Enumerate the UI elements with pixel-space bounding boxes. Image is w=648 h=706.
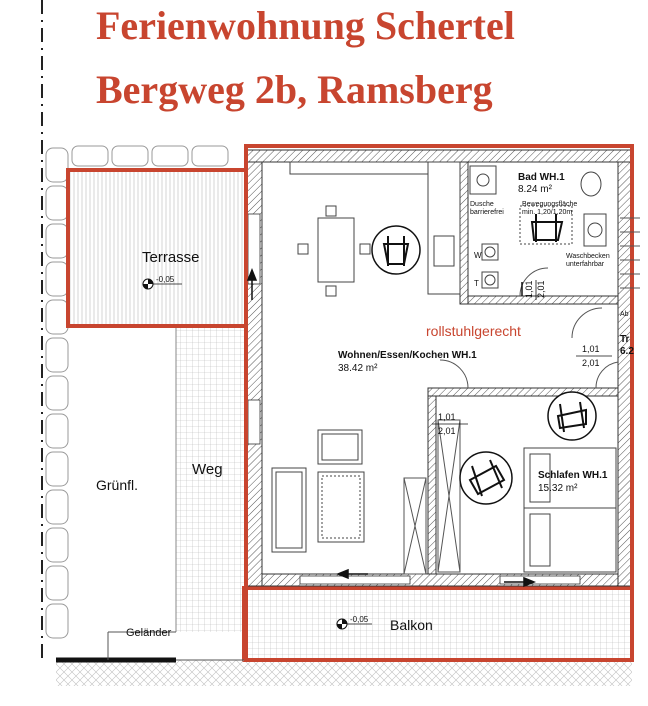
terrasse-deck xyxy=(68,170,246,326)
bad-door-top: 1,01 xyxy=(524,280,534,298)
kitchen-w: W xyxy=(474,251,482,260)
stone-border xyxy=(45,145,229,639)
wohnen-area: 38.42 m² xyxy=(338,363,378,374)
balkon-level: -0,05 xyxy=(350,615,369,624)
flur-door-bottom: 2,01 xyxy=(582,358,600,368)
wohnen-name: Wohnen/Essen/Kochen WH.1 xyxy=(338,350,477,361)
balkon-label: Balkon xyxy=(390,617,433,633)
stairs xyxy=(620,217,640,289)
gruenflaeche-label: Grünfl. xyxy=(96,477,138,493)
building-outline xyxy=(244,144,634,662)
wheelchair-icon xyxy=(547,391,597,441)
wheelchair-icon xyxy=(459,451,513,505)
wheelchair-icon xyxy=(530,214,564,242)
dining-table xyxy=(297,205,371,297)
entry-arrows xyxy=(246,267,537,588)
balkon-paving xyxy=(246,586,632,660)
dusche-line2: barrierefrei xyxy=(470,209,504,216)
door-arcs xyxy=(439,267,619,389)
flur-door-top: 1,01 xyxy=(582,344,600,354)
gelaender-label: Geländer xyxy=(126,627,172,639)
title-line-2: Bergweg 2b, Ramsberg xyxy=(96,67,493,112)
bad-door-bottom: 2,01 xyxy=(536,280,546,298)
kitchen-t: T xyxy=(474,279,479,288)
flur-aux: Ab xyxy=(620,311,629,318)
schlafen-door-top: 1,01 xyxy=(438,412,456,422)
kitchen-counter xyxy=(289,161,499,295)
wheelchair-icon xyxy=(371,225,421,275)
bewegung-line2: min. 1,20/1,20m xyxy=(522,209,572,216)
wardrobe xyxy=(403,419,461,575)
bad-name: Bad WH.1 xyxy=(518,172,565,183)
title-line-1: Ferienwohnung Schertel xyxy=(96,3,515,48)
bed xyxy=(523,447,617,573)
level-marker-balkon xyxy=(336,618,372,630)
wasch-line2: unterfahrbar xyxy=(566,261,605,268)
living-furniture xyxy=(271,429,365,553)
bewegung-line1: Bewegungsfläche xyxy=(522,201,577,208)
interior-walls xyxy=(427,161,619,575)
rollstuhlgerecht-note: rollstuhlgerecht xyxy=(426,323,521,339)
weg-label: Weg xyxy=(192,461,223,478)
level-marker-terrasse xyxy=(142,278,182,290)
ground-hatch xyxy=(56,660,632,686)
schlafen-name: Schlafen WH.1 xyxy=(538,470,608,481)
schlafen-area: 15.32 m² xyxy=(538,483,578,494)
terrasse-level: -0,05 xyxy=(156,275,175,284)
flur-name: Tr xyxy=(620,334,630,345)
weg-paving xyxy=(176,328,244,632)
dusche-line1: Dusche xyxy=(470,201,494,208)
schlafen-door-bottom: 2,01 xyxy=(438,426,456,436)
flur-area: 6.2 xyxy=(620,346,634,357)
bad-area: 8.24 m² xyxy=(518,184,553,195)
bath-fixtures xyxy=(469,165,607,247)
wasch-line1: Waschbecken xyxy=(566,253,610,260)
building-walls xyxy=(245,149,633,587)
terrasse-label: Terrasse xyxy=(142,249,200,266)
